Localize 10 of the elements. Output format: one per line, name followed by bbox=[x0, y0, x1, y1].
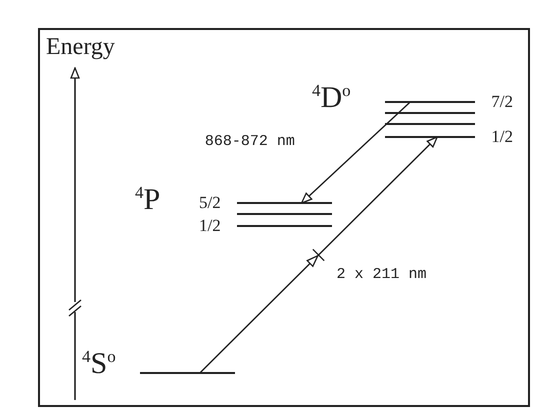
transition-arrow bbox=[300, 101, 411, 204]
sublevel-label: 7/2 bbox=[490, 94, 513, 110]
sublevel-label: 1/2 bbox=[199, 218, 222, 234]
transition-arrow bbox=[199, 136, 438, 374]
axis-label: Energy bbox=[46, 34, 115, 61]
term-symbol: $^{4}$P bbox=[135, 182, 160, 217]
sublevel-label: 5/2 bbox=[199, 195, 222, 211]
term-symbol: $^{4}$D$^{o}$ bbox=[312, 80, 351, 115]
sublevel-label: 1/2 bbox=[490, 129, 513, 145]
term-symbol: $^{4}$S$^{o}$ bbox=[82, 346, 116, 381]
